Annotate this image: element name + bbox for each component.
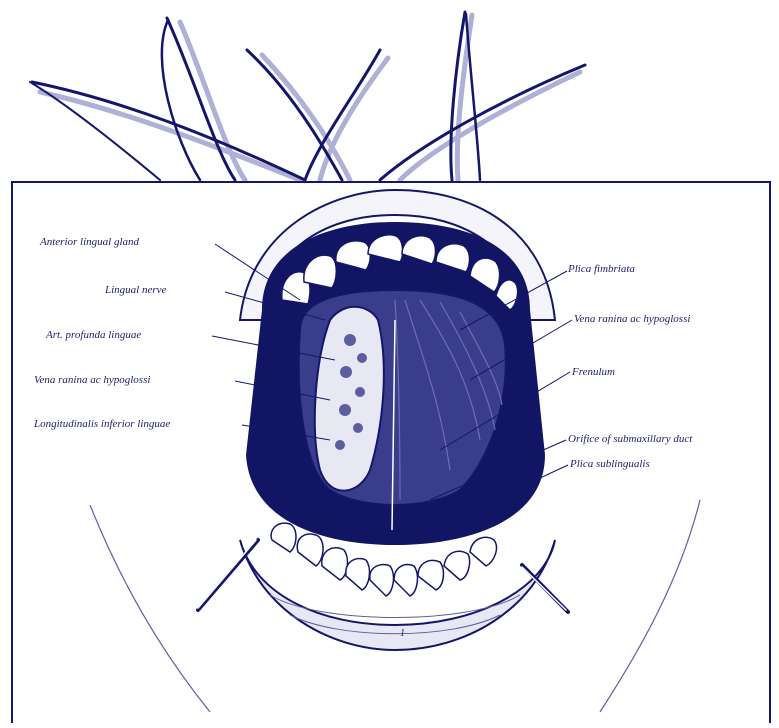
label-vena-ranina-right: Vena ranina ac hypoglossi	[574, 313, 690, 325]
decorative-flourish-strokes	[30, 12, 585, 180]
label-orifice-submaxillary-duct: Orifice of submaxillary duct	[568, 433, 693, 445]
flourish-stroke-7	[466, 14, 480, 180]
label-longitudinalis: Longitudinalis inferior linguae	[33, 418, 170, 430]
label-vena-ranina-left: Vena ranina ac hypoglossi	[34, 374, 150, 386]
flourish-stroke-3	[162, 20, 200, 180]
figure-number: 1	[400, 628, 405, 639]
flourish-light-6	[400, 72, 580, 180]
label-art-profunda-linguae: Art. profunda linguae	[45, 329, 141, 341]
label-lingual-nerve: Lingual nerve	[104, 284, 167, 296]
label-anterior-lingual-gland: Anterior lingual gland	[39, 236, 140, 248]
label-plica-fimbriata: Plica fimbriata	[567, 263, 635, 275]
label-frenulum: Frenulum	[571, 366, 615, 378]
flourish-stroke-2	[167, 18, 235, 180]
label-plica-sublingualis: Plica sublingualis	[569, 458, 650, 470]
